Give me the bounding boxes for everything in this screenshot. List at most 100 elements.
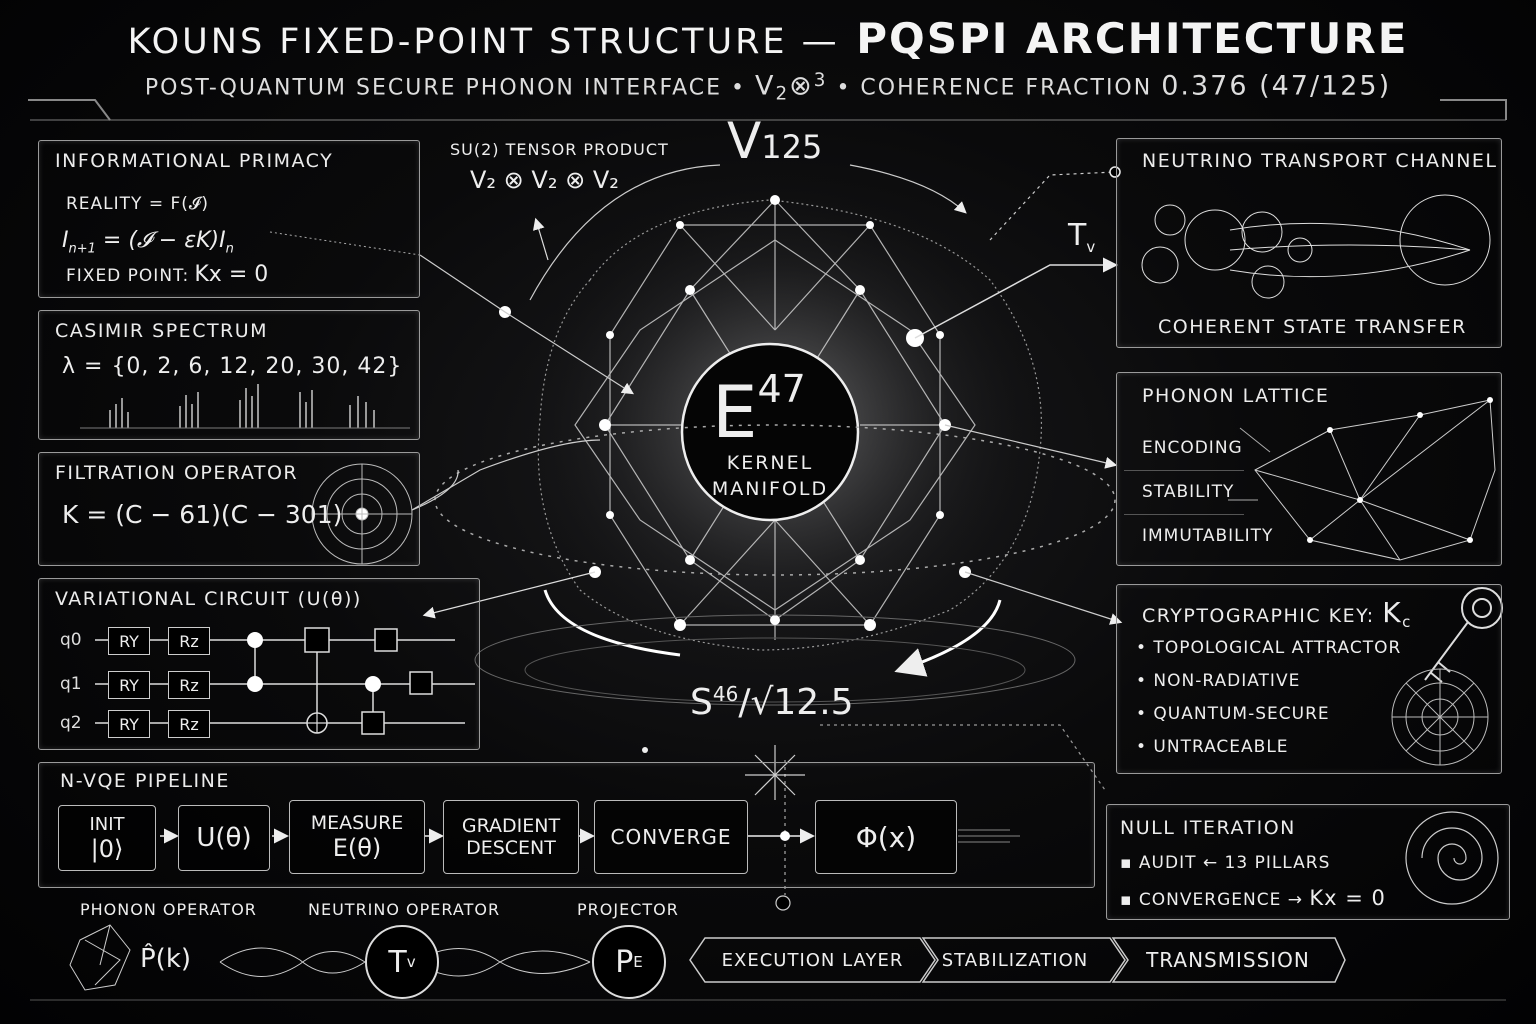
filtration-title: FILTRATION OPERATOR — [55, 462, 299, 484]
subtitle-sup: 3 — [813, 70, 828, 91]
reality-formula: REALITY = F(𝓘) — [66, 194, 210, 214]
title-part2: PQSPI ARCHITECTURE — [856, 14, 1409, 63]
manifold-outline — [537, 199, 1043, 651]
pipeline-panel — [38, 762, 1095, 888]
page-subtitle: POST-QUANTUM SECURE PHONON INTERFACE • V… — [0, 70, 1536, 105]
spectrum-bars — [80, 384, 410, 429]
layer-transmission: TRANSMISSION — [1146, 948, 1310, 972]
neutrino-operator-t: T — [388, 944, 407, 980]
qubit-q1: q1 — [60, 674, 82, 694]
v125-sub: 125 — [761, 128, 823, 166]
phonon-lattice-panel — [1116, 372, 1502, 566]
tv-sub: v — [1086, 238, 1096, 256]
neutrino-caption: COHERENT STATE TRANSFER — [1158, 316, 1467, 338]
iteration-sub2: n — [225, 241, 234, 257]
null-iteration-panel — [1106, 804, 1510, 920]
crypto-key-k: K — [1382, 596, 1403, 629]
gate-ry-q1: RY — [108, 671, 150, 699]
pipeline-measure: MEASURE E(θ) — [289, 800, 425, 874]
fixed-point-line: FIXED POINT: Kx = 0 — [66, 262, 268, 287]
lattice-item-encoding: ENCODING — [1142, 438, 1243, 458]
e47-label: E47 — [712, 367, 806, 454]
v125-v: V — [727, 112, 762, 170]
projector-p: P — [615, 944, 634, 980]
crypto-key-sub: c — [1402, 612, 1412, 631]
pipeline-phi: Φ(x) — [815, 800, 957, 874]
neutrino-stream-icon — [1141, 194, 1491, 299]
lattice-item-immutability: IMMUTABILITY — [1142, 526, 1274, 546]
circuit-title: VARIATIONAL CIRCUIT (U(θ)) — [55, 588, 362, 610]
fixed-point-label: FIXED POINT: — [66, 266, 190, 286]
projector-label: PROJECTOR — [577, 900, 679, 919]
s46-sup: 46 — [712, 682, 739, 706]
null-iteration-title: NULL ITERATION — [1120, 817, 1296, 839]
title-part1: KOUNS FIXED-POINT STRUCTURE — — [127, 22, 840, 62]
kernel-circle — [680, 342, 860, 522]
subtitle-part1: POST-QUANTUM SECURE PHONON INTERFACE • — [144, 75, 746, 101]
crypto-bullet: • TOPOLOGICAL ATTRACTOR — [1136, 638, 1402, 658]
neutrino-title: NEUTRINO TRANSPORT CHANNEL — [1142, 150, 1498, 172]
gate-rz-q0: Rz — [168, 627, 210, 655]
subtitle-part2: • COHERENCE FRACTION — [836, 75, 1153, 101]
neutrino-panel — [1116, 138, 1502, 348]
phonon-lattice-title: PHONON LATTICE — [1142, 385, 1330, 407]
init-label: INIT — [89, 813, 125, 835]
tensor-formula: V₂ ⊗ V₂ ⊗ V₂ — [470, 166, 619, 194]
projector-sub: E — [633, 953, 643, 971]
null-iteration-swirl-icon — [1405, 811, 1499, 905]
phonon-operator-label: PHONON OPERATOR — [80, 900, 257, 919]
casimir-title: CASIMIR SPECTRUM — [55, 320, 269, 342]
pipeline-gradient: GRADIENT DESCENT — [443, 800, 579, 874]
layer-execution: EXECUTION LAYER — [721, 949, 904, 971]
filtration-panel — [38, 452, 420, 566]
iteration-rest: = (𝓘 − εK)I — [95, 228, 226, 253]
gate-rz-q2: Rz — [168, 710, 210, 738]
qubit-q2: q2 — [60, 713, 82, 733]
iteration-i: I — [62, 228, 69, 253]
circuit-panel — [38, 578, 480, 750]
operator-waves — [69, 924, 591, 991]
filtration-target-icon — [311, 463, 413, 565]
layer-chevrons — [689, 937, 1346, 983]
convergence-eq: Kx = 0 — [1309, 886, 1386, 910]
crypto-bullet: • UNTRACEABLE — [1136, 737, 1289, 757]
layer-stabilization: STABILIZATION — [941, 949, 1089, 971]
crypto-panel — [1116, 584, 1502, 774]
null-item-audit: ▪ AUDIT ← 13 PILLARS — [1120, 853, 1331, 873]
neutrino-operator-sub: v — [406, 953, 416, 971]
informational-primacy-panel — [38, 140, 420, 298]
init-state: |0⟩ — [90, 834, 124, 863]
gate-rz-q1: Rz — [168, 671, 210, 699]
convergence-label: ▪ CONVERGENCE → — [1120, 890, 1303, 910]
descent-label: DESCENT — [466, 837, 556, 859]
page-title: KOUNS FIXED-POINT STRUCTURE — PQSPI ARCH… — [0, 14, 1536, 63]
pipeline-converge: CONVERGE — [594, 800, 748, 874]
phonon-operator-symbol: P̂(k) — [140, 944, 192, 974]
neutrino-operator-label: NEUTRINO OPERATOR — [308, 900, 501, 919]
informational-primacy-title: INFORMATIONAL PRIMACY — [55, 150, 334, 172]
pipeline-title: N-VQE PIPELINE — [60, 770, 230, 792]
null-item-convergence: ▪ CONVERGENCE → Kx = 0 — [1120, 886, 1386, 910]
crypto-bullet: • QUANTUM-SECURE — [1136, 704, 1330, 724]
casimir-formula: λ = {0, 2, 6, 12, 20, 30, 42} — [62, 354, 403, 379]
s46-label: S46/√12.5 — [690, 682, 854, 723]
gate-ry-q0: RY — [108, 627, 150, 655]
coherence-value: 0.376 (47/125) — [1161, 70, 1392, 102]
iteration-formula: In+1 = (𝓘 − εK)In — [62, 228, 234, 256]
casimir-panel — [38, 310, 420, 440]
gate-ry-q2: RY — [108, 710, 150, 738]
iteration-sub: n+1 — [68, 241, 96, 257]
tv-label: Tv — [1068, 218, 1095, 256]
measure-energy: E(θ) — [332, 834, 382, 862]
manifold-label: MANIFOLD — [711, 478, 829, 500]
gradient-label: GRADIENT — [461, 815, 561, 837]
subtitle-sub: 2 — [775, 83, 790, 105]
lattice-divider — [1124, 470, 1244, 471]
subtitle-op: ⊗ — [789, 70, 814, 102]
tv-t: T — [1068, 218, 1087, 253]
s46-rest: /√12.5 — [738, 682, 854, 723]
pipeline-u-theta: U(θ) — [178, 805, 270, 871]
lattice-item-stability: STABILITY — [1142, 482, 1235, 502]
